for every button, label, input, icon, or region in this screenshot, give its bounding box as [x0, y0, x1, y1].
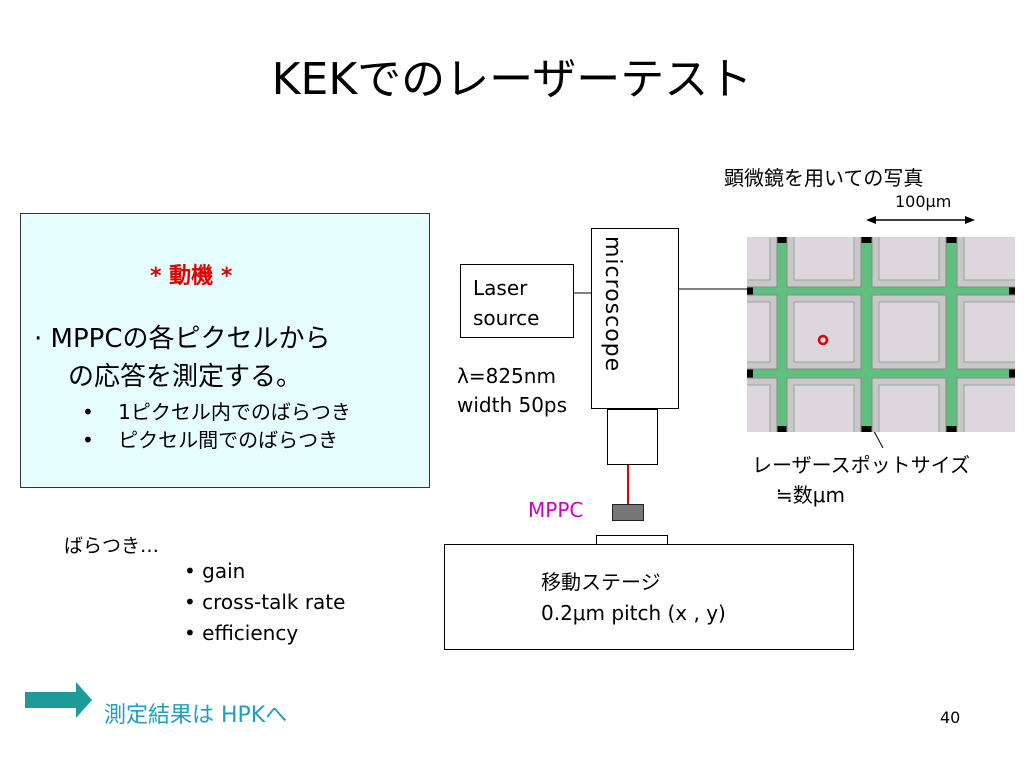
page-number: 40 — [940, 708, 961, 727]
pixel-active-area — [878, 219, 940, 281]
pixel-grid — [702, 212, 1024, 453]
pixel-active-area — [709, 301, 771, 363]
pixel-active-area — [793, 384, 855, 446]
mppc-chip — [612, 504, 644, 521]
motivation-bullet: • 1ピクセル内でのばらつき — [34, 398, 424, 426]
bullet-symbol: • — [82, 428, 94, 452]
spot-size-label: レーザースポットサイズ ≒数μm — [752, 450, 970, 510]
slide-title: KEKでのレーザーテスト — [271, 54, 753, 105]
pixel-active-area — [793, 219, 855, 281]
variation-item: • efficiency — [184, 621, 299, 645]
motivation-heading: * 動機 * — [150, 264, 233, 289]
mppc-label: MPPC — [528, 498, 584, 522]
bullet-text: ピクセル間でのばらつき — [118, 428, 339, 452]
laser-params: λ=825nm width 50ps — [457, 362, 567, 420]
motivation-prefix: · — [34, 324, 43, 354]
microscope-objective — [607, 409, 658, 465]
motivation-text: · MPPCの各ピクセルから の応答を測定する。 • 1ピクセル内でのばらつき … — [34, 320, 424, 454]
pixel-active-area — [878, 384, 940, 446]
microscope-photo — [702, 212, 1024, 453]
laser-label-line-1: Laser — [473, 276, 528, 300]
spot-size-line-2: ≒数μm — [776, 483, 845, 507]
laser-source-box: Laser source — [460, 264, 574, 338]
microscope-body — [591, 228, 679, 409]
spot-size-line-1: レーザースポットサイズ — [752, 453, 970, 477]
pixel-active-area — [963, 384, 1024, 446]
pixel-active-area — [709, 219, 771, 281]
scale-label: 100μm — [895, 192, 952, 211]
stage-text: 移動ステージ 0.2μm pitch (x , y) — [541, 567, 726, 629]
motivation-bullet: • ピクセル間でのばらつき — [34, 426, 424, 454]
variation-item: • cross-talk rate — [184, 590, 346, 614]
pixel-active-area — [709, 384, 771, 446]
stage-pitch: 0.2μm pitch (x , y) — [541, 601, 726, 625]
variation-list: • gain • cross-talk rate • efficiency — [184, 556, 345, 649]
pixel-active-area — [963, 301, 1024, 363]
photo-caption: 顕微鏡を用いての写真 — [724, 166, 924, 190]
pixel-active-area — [878, 301, 940, 363]
moving-stage — [444, 544, 854, 650]
next-step-text: 測定結果は HPKへ — [104, 703, 288, 728]
laser-spot-marker — [817, 334, 829, 346]
motivation-box — [20, 213, 430, 488]
laser-label-line-2: source — [473, 306, 540, 330]
pixel-array-image — [702, 212, 1024, 453]
laser-pulse-width: width 50ps — [457, 393, 568, 417]
bullet-text: 1ピクセル内でのばらつき — [118, 400, 351, 424]
bullet-symbol: • — [82, 400, 94, 424]
microscope-label: microscope — [600, 236, 625, 373]
pixel-active-area — [793, 301, 855, 363]
scale-arrow-right — [965, 216, 975, 224]
motivation-main-text: MPPCの各ピクセルから — [50, 324, 331, 354]
scale-arrow-left — [866, 216, 876, 224]
motivation-line-1: · MPPCの各ピクセルから — [34, 320, 424, 358]
variation-item: • gain — [184, 559, 246, 583]
variation-intro: ばらつき… — [64, 535, 160, 557]
motivation-line-2: の応答を測定する。 — [68, 362, 303, 392]
pixel-active-area — [963, 219, 1024, 281]
next-arrow-icon — [25, 682, 92, 718]
laser-wavelength: λ=825nm — [457, 364, 556, 388]
stage-label: 移動ステージ — [541, 570, 661, 594]
